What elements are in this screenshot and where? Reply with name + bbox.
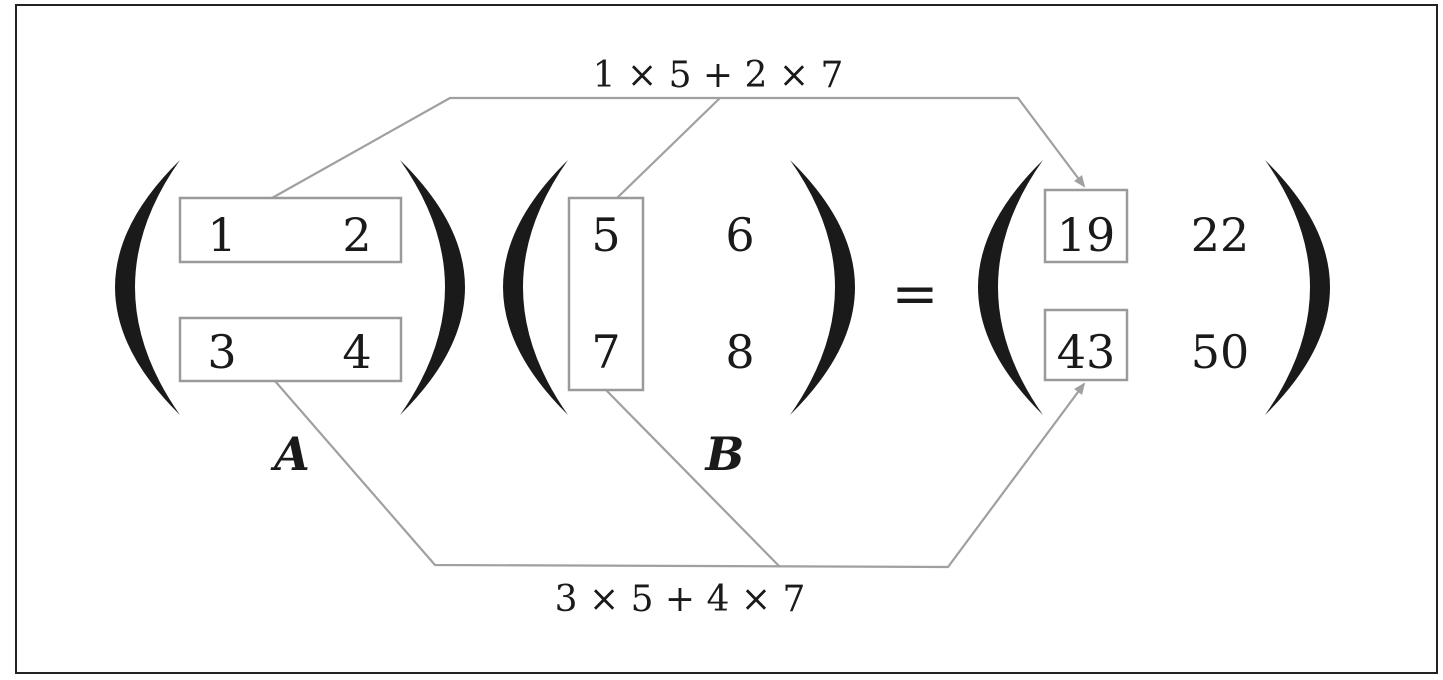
matrix-a: 1 2 3 4 A (115, 160, 465, 481)
right-paren (400, 160, 465, 415)
cell: 5 (591, 208, 620, 262)
cell: 4 (342, 325, 371, 379)
cell: 3 (207, 325, 236, 379)
right-paren (1265, 160, 1330, 415)
row-highlight-1 (178, 196, 403, 264)
left-paren (978, 160, 1043, 415)
matrix-b: 5 6 7 8 B (503, 160, 855, 481)
cell: 2 (342, 208, 371, 262)
cell: 19 (1057, 208, 1116, 262)
matrix-a-label: A (270, 427, 310, 481)
bottom-connector-arrow (274, 380, 1086, 569)
result-matrix: 19 22 43 50 (978, 160, 1330, 415)
result-highlight-1 (1043, 188, 1129, 264)
cell: 6 (725, 208, 754, 262)
cell: 7 (591, 325, 620, 379)
top-annotation: 1 × 5 + 2 × 7 (593, 55, 844, 96)
result-highlight-2 (1043, 308, 1129, 382)
right-paren (790, 160, 855, 415)
cell: 8 (725, 325, 754, 379)
cell: 50 (1191, 325, 1250, 379)
equals-sign: = (892, 262, 939, 327)
cell: 22 (1191, 208, 1250, 262)
row-highlight-2 (178, 316, 403, 383)
bottom-connector-b-column (605, 389, 781, 568)
top-connector-arrow (271, 96, 1086, 199)
matrix-b-label: B (704, 427, 745, 481)
left-paren (115, 160, 180, 415)
bottom-annotation: 3 × 5 + 4 × 7 (555, 579, 806, 620)
cell: 1 (207, 208, 236, 262)
top-connector-b-column (616, 97, 721, 199)
cell: 43 (1057, 325, 1116, 379)
column-highlight-1 (567, 196, 645, 392)
frame-border (15, 4, 1438, 674)
left-paren (503, 160, 568, 415)
